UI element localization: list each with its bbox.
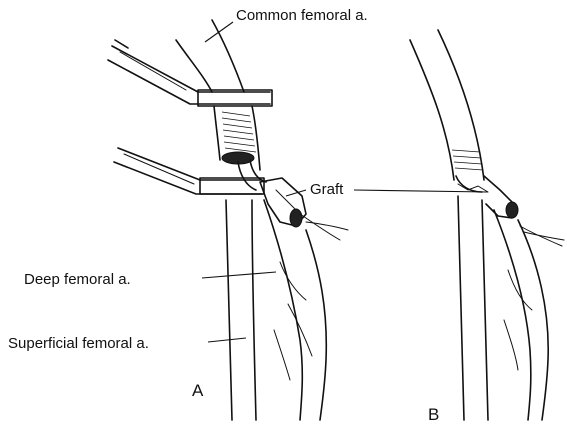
upper-vascular-clamp <box>108 40 272 106</box>
common-femoral-artery-b <box>410 30 484 180</box>
label-deep-femoral: Deep femoral a. <box>24 271 131 288</box>
panel-a-illustration <box>108 20 348 420</box>
panel-label-b: B <box>428 405 439 424</box>
pointer-deep-femoral <box>202 272 276 278</box>
panel-b-illustration <box>410 30 564 420</box>
distal-arteries-a <box>226 200 348 420</box>
panel-label-a: A <box>192 381 204 400</box>
distal-arteries-b <box>458 196 564 420</box>
label-superficial-femoral: Superficial femoral a. <box>8 335 149 352</box>
label-graft: Graft <box>310 181 344 198</box>
pointer-common-femoral <box>205 22 233 42</box>
graft-anastomosis-b <box>456 176 518 218</box>
common-femoral-artery <box>176 20 260 170</box>
pointer-superficial-femoral <box>208 338 246 342</box>
label-common-femoral: Common femoral a. <box>236 7 368 24</box>
